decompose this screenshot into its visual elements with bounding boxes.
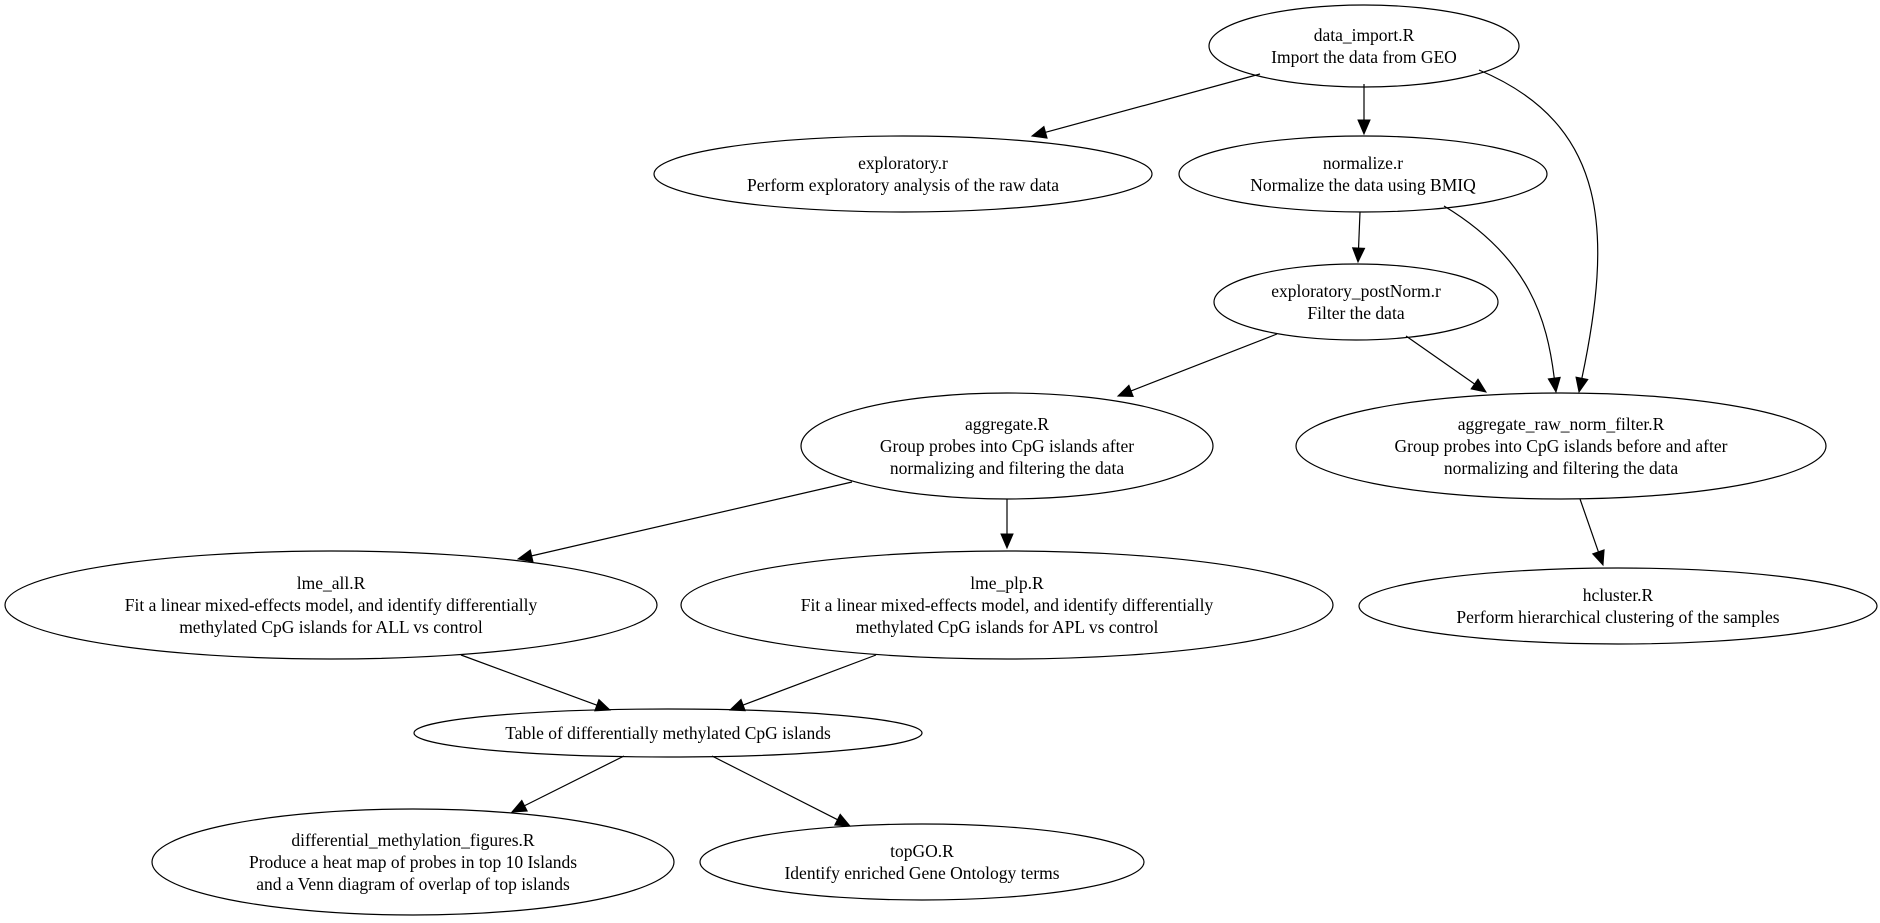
edge-line xyxy=(1478,69,1599,379)
node-ellipse xyxy=(413,708,923,758)
edge-aggregate_raw_norm_filter-to-hcluster xyxy=(1579,498,1605,567)
arrowhead-icon xyxy=(1351,247,1366,264)
arrowhead-icon xyxy=(728,698,746,712)
arrowhead-icon xyxy=(594,698,612,712)
node-ellipse xyxy=(680,550,1334,660)
node-ellipse xyxy=(1208,4,1520,88)
node-ellipse xyxy=(151,808,675,916)
edge-line xyxy=(1357,211,1361,249)
arrowhead-icon xyxy=(1000,533,1014,550)
node-ellipse xyxy=(1213,263,1499,341)
node-title: normalize.r xyxy=(1323,153,1403,173)
edge-lme_plp-to-table_dm xyxy=(728,654,877,712)
edge-data_import-to-exploratory xyxy=(1030,73,1261,139)
edge-table_dm-to-topgo xyxy=(711,755,852,827)
node-description: normalizing and filtering the data xyxy=(890,458,1124,478)
edge-line xyxy=(524,755,625,807)
node-description: and a Venn diagram of overlap of top isl… xyxy=(256,874,570,894)
edge-line xyxy=(1443,205,1555,379)
node-ellipse xyxy=(1358,567,1878,645)
node-description: Filter the data xyxy=(1307,303,1404,323)
node-description: Fit a linear mixed-effects model, and id… xyxy=(125,595,538,615)
node-ellipse xyxy=(800,392,1214,500)
edge-normalize-to-aggregate_raw_norm_filter xyxy=(1443,205,1561,394)
edge-aggregate-to-lme_plp xyxy=(1000,499,1014,550)
edge-line xyxy=(460,654,598,706)
node-description: Produce a heat map of probes in top 10 I… xyxy=(249,852,577,872)
node-title: lme_all.R xyxy=(297,573,366,593)
edge-line xyxy=(711,755,838,821)
edge-line xyxy=(1405,335,1475,385)
node-ellipse xyxy=(1295,392,1827,500)
edge-exploratory_postNorm-to-aggregate_raw_norm_filter xyxy=(1405,335,1488,393)
node-description: Identify enriched Gene Ontology terms xyxy=(784,863,1059,883)
edge-exploratory_postNorm-to-aggregate xyxy=(1116,333,1278,398)
node-description: normalizing and filtering the data xyxy=(1444,458,1678,478)
node-table-dm: Table of differentially methylated CpG i… xyxy=(413,708,923,758)
edge-line xyxy=(742,654,877,706)
node-title: hcluster.R xyxy=(1583,585,1654,605)
edge-data_import-to-normalize xyxy=(1357,84,1371,136)
node-description: Perform hierarchical clustering of the s… xyxy=(1456,607,1779,627)
node-description: Import the data from GEO xyxy=(1271,47,1457,67)
edge-line xyxy=(1130,333,1278,392)
arrowhead-icon xyxy=(834,813,852,827)
node-title: exploratory_postNorm.r xyxy=(1271,281,1441,301)
arrowhead-icon xyxy=(1116,384,1134,398)
arrowhead-icon xyxy=(1030,125,1048,139)
node-ellipse xyxy=(4,550,658,660)
node-description: Fit a linear mixed-effects model, and id… xyxy=(801,595,1214,615)
edge-line xyxy=(531,481,853,557)
node-title: aggregate_raw_norm_filter.R xyxy=(1458,414,1665,434)
node-ellipse xyxy=(653,135,1153,213)
node-ellipse xyxy=(1178,135,1548,213)
node-description: Group probes into CpG islands after xyxy=(880,436,1134,456)
node-title: Table of differentially methylated CpG i… xyxy=(505,723,831,743)
arrowhead-icon xyxy=(510,799,528,813)
arrowhead-icon xyxy=(1470,378,1488,393)
arrowhead-icon xyxy=(516,549,534,563)
edge-table_dm-to-dm_figures xyxy=(510,755,625,813)
arrowhead-icon xyxy=(1547,376,1561,394)
node-title: aggregate.R xyxy=(965,414,1049,434)
edge-aggregate-to-lme_all xyxy=(516,481,853,563)
edge-lme_all-to-table_dm xyxy=(460,654,612,712)
edges-layer xyxy=(460,69,1605,827)
node-title: topGO.R xyxy=(890,841,954,861)
node-title: differential_methylation_figures.R xyxy=(291,830,534,850)
node-title: data_import.R xyxy=(1314,25,1415,45)
node-description: Group probes into CpG islands before and… xyxy=(1395,436,1728,456)
edge-line xyxy=(1579,498,1599,552)
node-description: Perform exploratory analysis of the raw … xyxy=(747,175,1059,195)
node-title: exploratory.r xyxy=(858,153,948,173)
arrowhead-icon xyxy=(1575,376,1589,394)
node-ellipse xyxy=(699,823,1145,901)
node-title: lme_plp.R xyxy=(970,573,1044,593)
arrowhead-icon xyxy=(1357,119,1371,136)
node-description: methylated CpG islands for ALL vs contro… xyxy=(179,617,483,637)
node-description: Normalize the data using BMIQ xyxy=(1250,175,1476,195)
edge-data_import-to-aggregate_raw_norm_filter xyxy=(1478,69,1599,394)
node-dm-figures: differential_methylation_figures.RProduc… xyxy=(151,808,675,916)
node-description: methylated CpG islands for APL vs contro… xyxy=(856,617,1159,637)
arrowhead-icon xyxy=(1591,549,1605,567)
edge-line xyxy=(1045,73,1261,133)
edge-normalize-to-exploratory_postNorm xyxy=(1351,211,1366,264)
